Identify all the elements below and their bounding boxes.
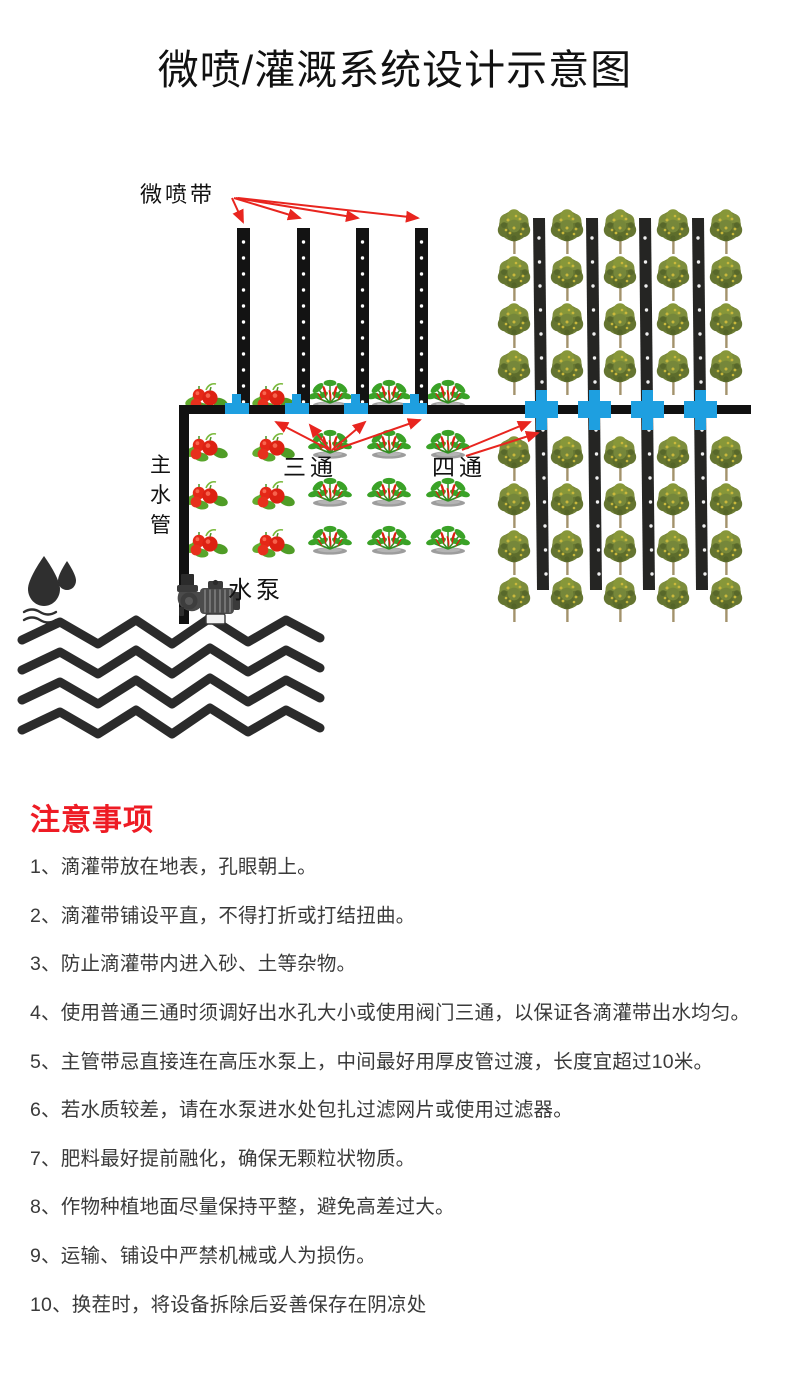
svg-text:水: 水: [150, 484, 171, 507]
cross-fitting: [684, 390, 717, 430]
note-item: 3、防止滴灌带内进入砂、土等杂物。: [30, 953, 357, 976]
label-main-water-pipe: 主 水 管: [150, 454, 171, 537]
note-item: 4、使用普通三通时须调好出水孔大小或使用阀门三通，以保证各滴灌带出水均匀。: [30, 1001, 751, 1024]
tee-fitting: [285, 394, 309, 414]
note-item: 6、若水质较差，请在水泵进水处包扎过滤网片或使用过滤器。: [30, 1099, 573, 1122]
page-title: 微喷/灌溉系统设计示意图: [157, 47, 633, 93]
label-cross-fitting: 四通: [432, 454, 486, 480]
label-micro-spray-tape: 微喷带: [140, 182, 215, 207]
cross-fitting: [578, 390, 611, 430]
note-item: 2、滴灌带铺设平直，不得打折或打结扭曲。: [30, 904, 416, 927]
tee-fitting: [344, 394, 368, 414]
note-item: 8、作物种植地面尽量保持平整，避免高差过大。: [30, 1196, 455, 1219]
main-water-pipe: [179, 405, 751, 624]
notes-list: 1、滴灌带放在地表，孔眼朝上。 2、滴灌带铺设平直，不得打折或打结扭曲。 3、防…: [30, 853, 770, 1339]
cross-fitting: [631, 390, 664, 430]
cross-fitting-group: [525, 390, 717, 430]
note-item: 10、换茬时，将设备拆除后妥善保存在阴凉处: [30, 1293, 427, 1316]
micro-spray-tape-left-group: [237, 228, 428, 411]
label-tee-fitting: 三通: [283, 454, 337, 480]
annotation-arrows: [231, 197, 540, 457]
svg-text:主: 主: [150, 454, 171, 477]
micro-spray-tape-right-group: [533, 218, 708, 590]
water-droplet-icon: [22, 556, 76, 624]
note-item: 5、主管带忌直接连在高压水泵上，中间最好用厚皮管过渡，长度宜超过10米。: [30, 1050, 714, 1073]
irrigation-diagram: 微喷带 主 水 管 三通 四通 水泵: [0, 150, 790, 770]
note-item: 1、滴灌带放在地表，孔眼朝上。: [30, 856, 317, 878]
micro-spray-tape: [415, 228, 428, 411]
orchard-plot: [497, 209, 743, 622]
micro-spray-tape: [237, 228, 250, 411]
water-waves: [17, 613, 325, 739]
notes-heading: 注意事项: [30, 804, 154, 837]
tee-fitting: [403, 394, 427, 414]
svg-text:管: 管: [150, 514, 171, 537]
note-item: 9、运输、铺设中严禁机械或人为损伤。: [30, 1245, 376, 1267]
micro-spray-tape: [297, 228, 310, 411]
vegetable-plot: [182, 228, 472, 560]
water-source: [17, 556, 325, 739]
cross-fitting: [525, 390, 558, 430]
label-water-pump: 水泵: [228, 577, 284, 604]
micro-spray-tape: [356, 228, 369, 411]
tee-fitting-group: [225, 394, 427, 414]
tee-fitting: [225, 394, 249, 414]
note-item: 7、肥料最好提前融化，确保无颗粒状物质。: [30, 1147, 416, 1170]
